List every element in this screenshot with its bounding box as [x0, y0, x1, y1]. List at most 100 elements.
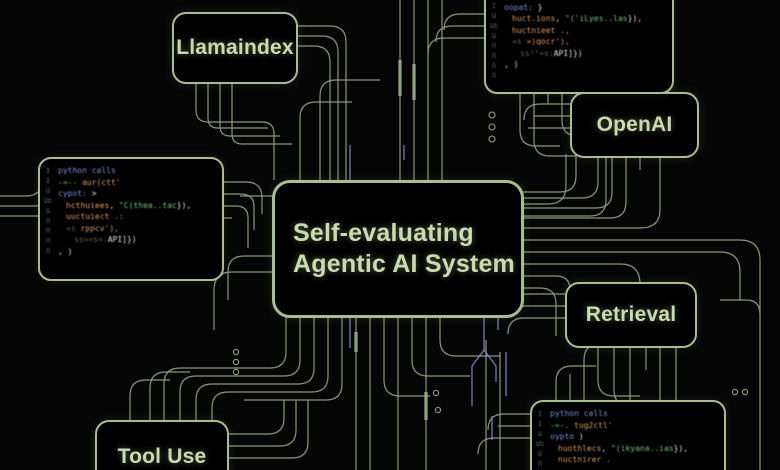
- code-token: -=--: [58, 177, 83, 187]
- code-line: , ): [504, 59, 666, 71]
- code-line: , ): [58, 246, 216, 258]
- code-token: API: [553, 48, 569, 58]
- gutter-mark: ԱԵ: [43, 197, 53, 205]
- gutter-mark: Ո: [491, 42, 497, 50]
- code-token: oypto: [550, 432, 579, 441]
- gutter-mark: Ո: [45, 227, 51, 235]
- code-token: ,: [109, 200, 119, 210]
- code-line: huctnieet .,: [504, 25, 666, 37]
- trace-group-main: [0, 0, 761, 470]
- code-line: nuctnirer .: [550, 454, 718, 466]
- node-openai[interactable]: OpenAI: [570, 92, 699, 158]
- code-token: -=-.: [550, 420, 575, 430]
- code-token: , ): [504, 60, 519, 69]
- gutter-mark: Ա: [537, 430, 543, 438]
- gutter-mark: Ո: [491, 62, 497, 70]
- code-token: »s: [66, 223, 76, 233]
- gutter-mark: Ո: [537, 460, 543, 468]
- code-token: cypot:: [58, 189, 92, 198]
- code-token: API: [107, 235, 123, 244]
- gutter-mark: Ո: [45, 237, 51, 245]
- gutter-mark: Ա: [491, 32, 497, 40]
- code-token: nuctnirer .: [558, 455, 611, 464]
- code-token: "('iLyes..las: [565, 14, 628, 23]
- code-token: }: [537, 2, 543, 12]
- code-line: »s »)qocr'),: [504, 36, 666, 48]
- code-token: }),: [673, 443, 689, 453]
- code-line: huct.ions, "('iLyes..las}),: [504, 13, 666, 25]
- trace-pad-segments: [354, 60, 428, 420]
- code-token: »s: [512, 37, 522, 46]
- code-token: ]}): [568, 48, 583, 58]
- gutter-mark: I: [491, 2, 497, 10]
- gutter-mark: Ո: [45, 247, 51, 255]
- gutter-mark: Ա: [537, 450, 543, 458]
- gutter-mark: ԱԵ: [489, 22, 499, 30]
- code-token: }),: [627, 14, 643, 23]
- gutter-mark: I: [45, 167, 51, 175]
- gutter-mark: I: [45, 177, 51, 185]
- code-token: ]}): [122, 235, 137, 244]
- code-line: »s rppcv'),: [58, 223, 216, 235]
- code-line: huothlecs, "(ikyana..ias}),: [550, 443, 718, 455]
- code-line: python calls: [58, 165, 216, 177]
- gutter-mark: Ո: [491, 52, 497, 60]
- code-token: hcthuiees: [66, 200, 110, 210]
- code-lines-left: python calls-=-- aur(ctt'cypot: >hcthuie…: [56, 159, 222, 279]
- code-line: oopat: }: [504, 2, 666, 14]
- gutter-mark: Ո: [45, 217, 51, 225]
- code-line: uuctuiect .:: [58, 211, 216, 223]
- code-token: calls: [578, 409, 608, 418]
- code-token: calls: [86, 166, 116, 175]
- code-token: aur(ctt': [82, 177, 121, 187]
- gutter-mark: I: [537, 410, 543, 418]
- code-token: »)qocr'),: [521, 37, 570, 46]
- code-token: "C(thea..tac: [119, 200, 177, 210]
- via-pads: [232, 111, 749, 414]
- code-token: >: [91, 189, 97, 198]
- node-self-evaluating-agentic-ai-system[interactable]: Self-evaluating Agentic AI System: [272, 180, 524, 318]
- code-line: hcthuiees, "C(thea..tac}),: [58, 200, 216, 212]
- code-token: ss==s=:: [74, 235, 108, 244]
- code-token: huothlecs: [558, 443, 602, 453]
- node-llamaindex[interactable]: Llamaindex: [172, 12, 298, 84]
- node-openai-label: OpenAI: [596, 113, 673, 136]
- gutter-mark: I: [537, 420, 543, 428]
- code-lines-bottom-right: python calls-=-. tug2ctl'oypto )huothlec…: [548, 402, 724, 470]
- gutter-mark: Ա: [491, 12, 497, 20]
- code-token: python: [550, 409, 579, 418]
- code-token: }),: [176, 200, 192, 210]
- code-line: oypto ): [550, 431, 718, 443]
- code-token: uuctuiect .:: [66, 212, 124, 221]
- code-lines-top-right: -=-- auc2ctt'oopat: }huct.ions, "('iLyes…: [502, 0, 672, 92]
- code-token: ): [578, 432, 584, 441]
- node-tool-use-label: Tool Use: [117, 445, 207, 468]
- node-retrieval-label: Retrieval: [585, 303, 677, 326]
- gutter-mark: Ա: [45, 207, 51, 215]
- node-center-label: Self-evaluating Agentic AI System: [293, 219, 515, 278]
- code-line: cypot: >: [58, 188, 216, 200]
- gutter-mark: ԱԵ: [535, 440, 545, 448]
- code-token: tug2ctl': [574, 420, 613, 430]
- code-token: rppcv'),: [75, 223, 119, 233]
- node-tool-use[interactable]: Tool Use: [95, 420, 229, 470]
- code-line: -=-- aur(ctt': [58, 177, 216, 189]
- code-token: "(ikyana..ias: [611, 443, 674, 453]
- code-line: python calls: [550, 408, 718, 420]
- code-token: ss¹°=s:: [520, 48, 554, 58]
- gutter-mark: Ա: [45, 187, 51, 195]
- code-token: huctnieet .,: [512, 25, 570, 35]
- node-retrieval[interactable]: Retrieval: [565, 282, 697, 348]
- code-token: , ): [58, 246, 73, 256]
- node-llamaindex-label: Llamaindex: [176, 36, 294, 59]
- code-token: ,: [601, 443, 611, 453]
- code-token: huct.ions: [512, 14, 556, 23]
- code-token: python: [58, 166, 87, 175]
